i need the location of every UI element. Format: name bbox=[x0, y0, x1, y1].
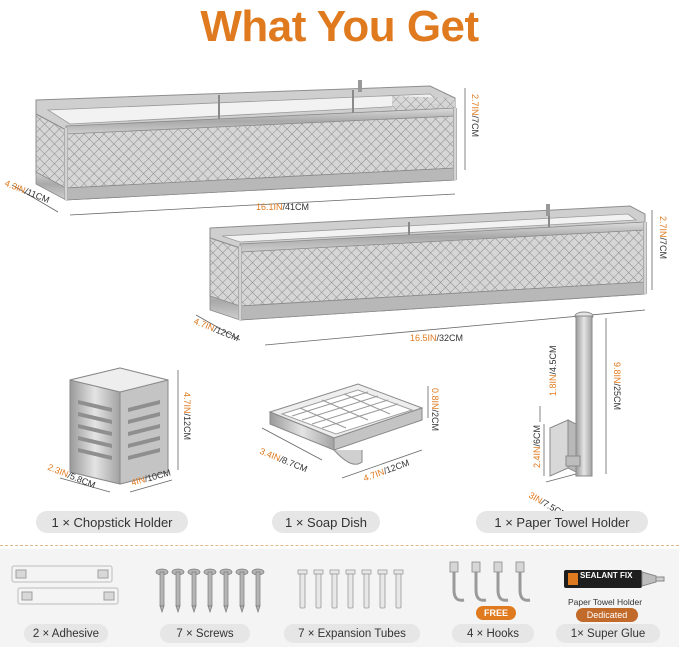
dedicated-label: Dedicated bbox=[586, 610, 628, 620]
expansion-tubes-label: 7 × Expansion Tubes bbox=[284, 624, 420, 643]
soap-dish-icon bbox=[261, 383, 429, 479]
large-shelf-width-label: 16.1IN/41CM bbox=[256, 202, 310, 212]
free-badge: FREE bbox=[476, 606, 516, 620]
paper-towel-holder-label: 1 × Paper Towel Holder bbox=[476, 511, 648, 533]
section-divider bbox=[0, 545, 679, 546]
page-title: What You Get bbox=[200, 2, 479, 51]
glue-brand-label: SEALANT FIX bbox=[580, 571, 633, 580]
dedicated-badge: Dedicated bbox=[576, 608, 638, 622]
chopstick-holder-icon bbox=[59, 367, 179, 493]
expansion-tubes-icon bbox=[297, 569, 404, 609]
hooks-label: 4 × Hooks bbox=[452, 624, 534, 643]
super-glue-label: 1× Super Glue bbox=[556, 624, 660, 643]
paper-towel-arm-label: 1.8IN/4.5CM bbox=[548, 345, 558, 396]
screws-icon bbox=[155, 568, 265, 614]
hooks-icon bbox=[449, 561, 531, 602]
paper-towel-holder-icon bbox=[539, 311, 607, 483]
small-shelf-height-label: 2.7IN/7CM bbox=[658, 216, 668, 260]
soap-dish-height-label: 0.8IN/2CM bbox=[430, 388, 440, 432]
paper-towel-length-label: 9.8IN/25CM bbox=[612, 362, 622, 411]
screws-label: 7 × Screws bbox=[160, 624, 250, 643]
large-shelf-height-label: 2.7IN/7CM bbox=[470, 94, 480, 138]
glue-caption-label: Paper Towel Holder bbox=[568, 597, 643, 607]
super-glue-icon bbox=[564, 570, 665, 588]
chopstick-holder-label: 1 × Chopstick Holder bbox=[36, 511, 188, 533]
adhesive-strip-icon bbox=[11, 565, 119, 605]
free-label: FREE bbox=[483, 608, 508, 618]
chopstick-height-label: 4.7IN/12CM bbox=[182, 392, 192, 441]
adhesive-label: 2 × Adhesive bbox=[24, 624, 108, 643]
paper-towel-base-height-label: 2.4IN/6CM bbox=[532, 424, 542, 468]
soap-dish-label: 1 × Soap Dish bbox=[272, 511, 380, 533]
small-shelf-width-label: 16.5IN/32CM bbox=[410, 333, 464, 343]
